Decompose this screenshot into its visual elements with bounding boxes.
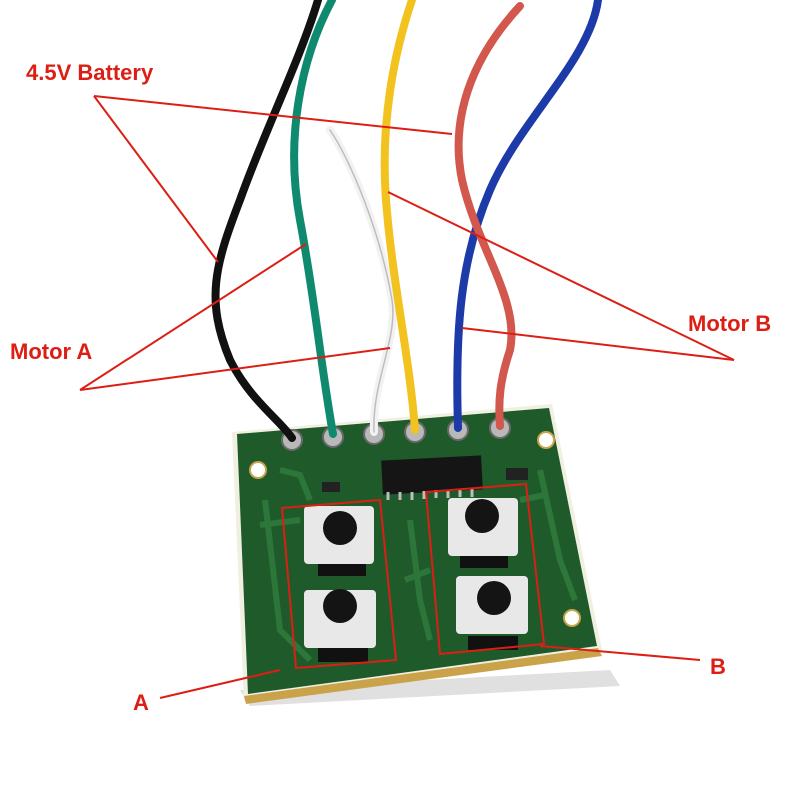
wire-blue: [453, 0, 602, 432]
wire-yellow: [380, 0, 419, 434]
button-group-a-label: A: [133, 690, 149, 715]
wire-black: [211, 0, 322, 442]
leader-group-b: [539, 645, 701, 661]
leader-battery-black: [93, 95, 219, 263]
wire-white-shade: [329, 129, 394, 433]
push-button: [448, 498, 518, 568]
leader-group-a: [159, 669, 281, 699]
board-shadow: [240, 670, 620, 706]
ic-chip: [381, 455, 483, 500]
wire-red: [454, 2, 524, 430]
annotations: [79, 95, 735, 699]
button-group-a-box: [280, 498, 398, 670]
push-button: [456, 576, 528, 650]
button-group-b-box: [424, 482, 546, 656]
motor-a-label: Motor A: [10, 339, 93, 364]
mounting-hole: [537, 431, 555, 449]
push-button: [304, 506, 374, 576]
push-button: [304, 589, 376, 662]
wire-green: [290, 0, 337, 438]
leader-battery-red: [93, 95, 453, 135]
leader-motor-a-white: [79, 347, 391, 391]
wires: [211, 0, 602, 442]
pcb-board: [232, 404, 602, 704]
leader-motor-b-yellow: [387, 191, 735, 361]
mounting-hole: [249, 461, 267, 479]
leader-motor-b-blue: [461, 327, 735, 361]
battery-label: 4.5V Battery: [26, 60, 154, 85]
leader-motor-a-green: [79, 243, 307, 391]
mounting-hole: [563, 609, 581, 627]
motor-b-label: Motor B: [688, 311, 772, 336]
button-group-b-label: B: [710, 654, 726, 679]
